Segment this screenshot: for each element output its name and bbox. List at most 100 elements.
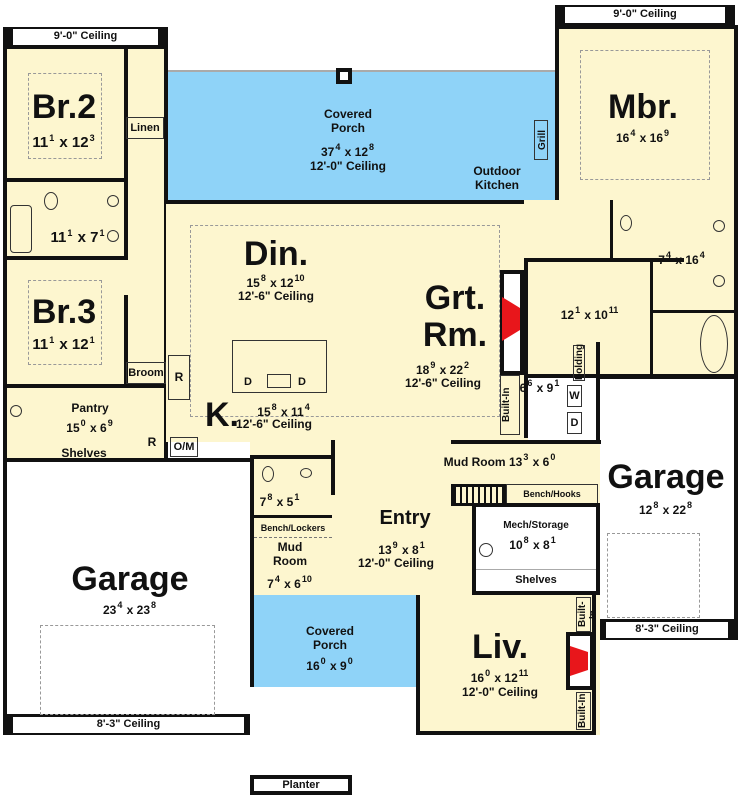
- wall: [451, 440, 601, 444]
- room-dim-wic: 121 x 1011: [560, 305, 619, 322]
- toilet-icon: [10, 405, 22, 417]
- room-dim-bath: 111 x 71: [50, 228, 105, 246]
- wall: [524, 258, 528, 438]
- sink-icon: [267, 374, 291, 388]
- room-name-liv: Liv.: [471, 628, 529, 666]
- exterior: [250, 687, 420, 735]
- room-name-din: Din.: [243, 235, 309, 273]
- wall: [3, 178, 128, 182]
- garage-door-outline: [40, 625, 215, 715]
- room-name-entry: Entry: [379, 507, 431, 529]
- wall: [650, 258, 653, 378]
- ceiling-label-garage-right: 8'-3" Ceiling: [596, 620, 738, 640]
- room-dim-entry: 139 x 81: [378, 540, 425, 557]
- porch-column: [336, 68, 352, 84]
- grill: [534, 120, 548, 160]
- toilet-icon: [262, 466, 274, 482]
- wall: [250, 455, 335, 459]
- room-dim-laundry: 66 x 91: [519, 378, 560, 395]
- folding-counter: Folding: [573, 343, 585, 381]
- room-name-kitchen: K.: [205, 396, 239, 434]
- ceiling-label-mbr-wing: 9'-0" Ceiling: [555, 5, 735, 25]
- room-outline: [28, 73, 102, 159]
- fridge-pantry: R: [147, 435, 157, 449]
- room-dim-br3: 111 x 121: [32, 335, 95, 353]
- room-outline: [28, 280, 102, 365]
- room-dim-grt: 189 x 222: [415, 360, 470, 377]
- wall: [416, 595, 420, 735]
- room-dim-liv: 160 x 1211: [470, 668, 529, 685]
- bench-hooks: Bench/Hooks: [506, 484, 598, 504]
- toilet-icon: [620, 215, 632, 231]
- kitchen-island: [232, 340, 327, 393]
- room-dim-porch-back: 374 x 128: [320, 142, 375, 159]
- room-dim-br2: 111 x 123: [32, 133, 95, 151]
- sink-icon: [713, 275, 725, 287]
- wall: [331, 440, 335, 495]
- built-in-liv-1: Built-In: [576, 597, 599, 632]
- ceiling-liv: 12'-0" Ceiling: [462, 685, 538, 699]
- toilet-icon: [44, 192, 58, 210]
- wall: [610, 200, 613, 260]
- oven-microwave: O/M: [170, 437, 198, 457]
- wall: [650, 310, 738, 313]
- room-name-mech: Mech/Storage: [503, 520, 569, 531]
- room-dim-kitchen: 158 x 114: [257, 402, 310, 419]
- garage-right: [596, 375, 738, 623]
- wall: [524, 258, 684, 262]
- garage-door-outline: [607, 533, 700, 618]
- washer-icon: W: [567, 385, 582, 407]
- room-name-br2: Br.2: [31, 88, 97, 126]
- room-name-mud-right: Mud Room 133 x 60: [443, 452, 556, 469]
- room-name-br3: Br.3: [31, 293, 97, 331]
- water-heater-icon: [479, 543, 493, 557]
- wall: [250, 515, 332, 518]
- covered-porch-back: [166, 70, 558, 203]
- room-outline: [190, 225, 500, 417]
- dishwasher: D: [244, 376, 252, 388]
- dryer-icon: D: [567, 412, 582, 434]
- room-dim-mbr: 164 x 169: [615, 128, 670, 145]
- fireplace-icon: [502, 297, 520, 341]
- room-outline: [580, 50, 710, 180]
- grill-label: Grill: [537, 130, 548, 151]
- room-dim-pantry: 150 x 69: [66, 418, 113, 435]
- room-dim-mud-left: 74 x 610: [267, 574, 312, 591]
- room-dim-porch-front: 160 x 90: [306, 656, 353, 673]
- great-room-area: [166, 200, 528, 442]
- bathtub-icon: [10, 205, 32, 253]
- room-name-garage-left: Garage: [71, 560, 189, 598]
- room-name-mud-left: Mud Room: [273, 540, 307, 568]
- built-in-grt: Built-In: [500, 375, 520, 435]
- room-dim-din: 158 x 1210: [246, 273, 305, 290]
- sink-icon: [300, 468, 312, 478]
- ceiling-label-garage-left: 8'-3" Ceiling: [3, 715, 254, 735]
- master-bedroom: [555, 25, 738, 205]
- ceiling-porch-back: 12'-0" Ceiling: [310, 159, 386, 173]
- wall: [124, 295, 128, 387]
- dishwasher: D: [298, 376, 306, 388]
- built-in-liv-2: Built-In: [576, 692, 591, 730]
- room-name-porch-front: Covered Porch: [305, 624, 355, 652]
- sink-icon: [107, 195, 119, 207]
- mech-storage: [472, 503, 600, 595]
- wall: [3, 256, 128, 260]
- room-dim-mech: 108 x 81: [509, 535, 556, 552]
- room-name-grt: Grt. Rm.: [422, 279, 488, 355]
- room-name-garage-right: Garage: [607, 458, 725, 496]
- wall: [592, 595, 596, 735]
- garage-left: [3, 458, 254, 718]
- room-name-mbr: Mbr.: [608, 88, 678, 126]
- room-dim-mbath: 74 x 164: [658, 250, 705, 267]
- linen-closet: Linen: [126, 117, 164, 139]
- room-dim-garage-left: 234 x 238: [102, 600, 157, 617]
- planter: Planter: [250, 775, 352, 795]
- bedroom-wing: [3, 45, 168, 462]
- pantry-shelves: Shelves: [61, 446, 107, 460]
- room-name-pantry: Pantry: [71, 401, 109, 415]
- room-dim-powder: 78 x 51: [259, 492, 300, 509]
- ceiling-din: 12'-6" Ceiling: [238, 289, 314, 303]
- covered-porch-front: [254, 595, 420, 687]
- ceiling-kitchen: 12'-6" Ceiling: [236, 417, 312, 431]
- wall: [124, 45, 128, 260]
